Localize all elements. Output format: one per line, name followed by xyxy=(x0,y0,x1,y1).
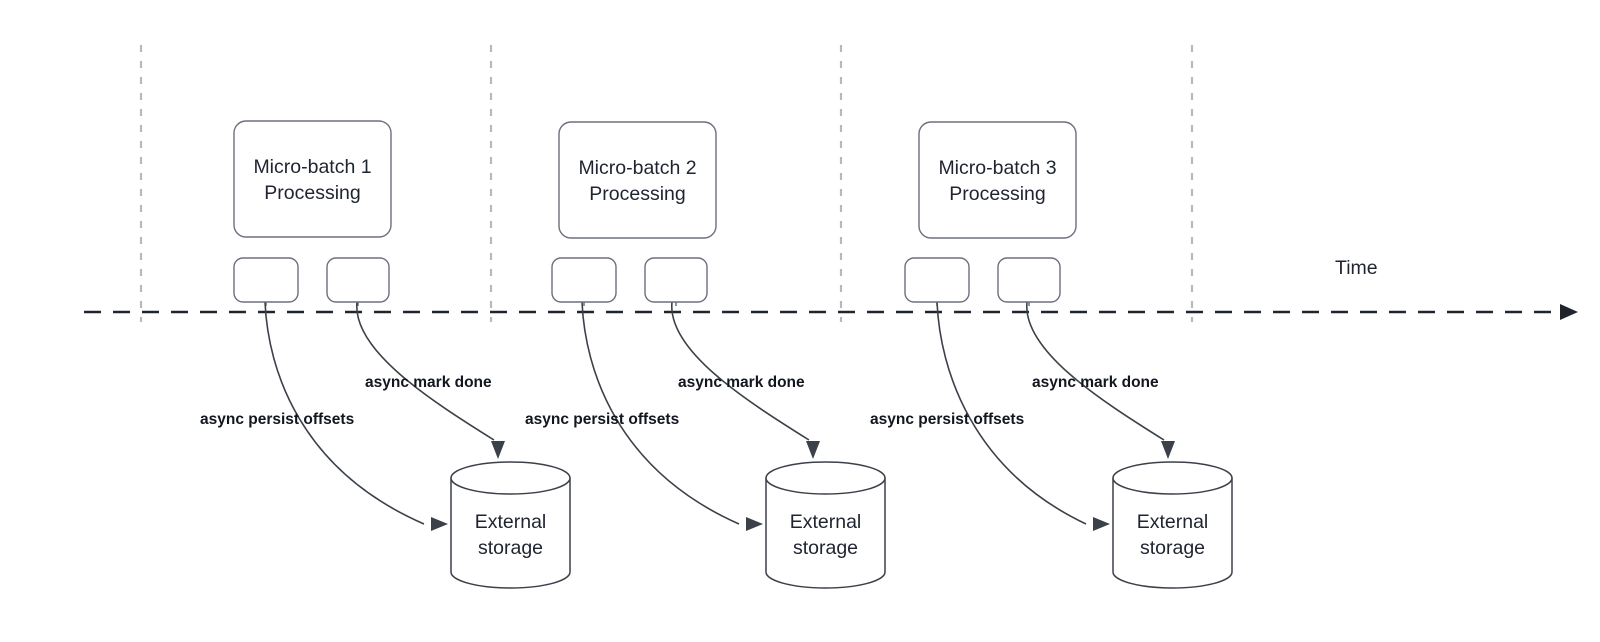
storage-label-line1-1: External xyxy=(475,511,547,533)
edge-persist-offsets-1 xyxy=(264,301,425,525)
edge-mark-done-3-label: async mark done xyxy=(1032,374,1159,391)
storage-cylinder-top-1 xyxy=(450,461,571,495)
edge-mark-done-1-arrowhead xyxy=(491,441,505,459)
edge-mark-done-1-label: async mark done xyxy=(365,374,492,391)
edge-persist-offsets-3-label: async persist offsets xyxy=(870,411,1024,428)
storage-cylinder-body-1 xyxy=(450,478,571,589)
storage-cylinder-body-3 xyxy=(1112,478,1233,589)
edge-persist-offsets-3-arrowhead xyxy=(1093,517,1110,531)
time-axis-layer: Time xyxy=(84,257,1578,320)
process-box-subtitle-2: Processing xyxy=(589,183,685,205)
storage-label-line1-2: External xyxy=(790,511,862,533)
storage-label-line2-1: storage xyxy=(478,537,543,559)
edge-persist-offsets-1-arrowhead xyxy=(431,517,448,531)
edge-mark-done-1 xyxy=(356,301,495,441)
process-box-1[interactable] xyxy=(233,120,392,238)
edge-mark-done-2 xyxy=(671,301,810,441)
storage-cylinder-top-3 xyxy=(1112,461,1233,495)
edge-label-layer: async persist offsets async mark done asyn… xyxy=(200,374,1159,428)
process-box-subtitle-3: Processing xyxy=(949,183,1045,205)
chip-mark-done-1[interactable] xyxy=(326,257,390,303)
chip-persist-offsets-3[interactable] xyxy=(904,257,970,303)
edge-persist-offsets-2-label: async persist offsets xyxy=(525,411,679,428)
edge-persist-offsets-2 xyxy=(581,301,740,525)
edge-layer xyxy=(264,301,1175,531)
edge-mark-done-2-label: async mark done xyxy=(678,374,805,391)
edge-persist-offsets-1-label: async persist offsets xyxy=(200,411,354,428)
storage-label-line2-2: storage xyxy=(793,537,858,559)
process-box-title-3: Micro-batch 3 xyxy=(938,157,1056,179)
chip-mark-done-2[interactable] xyxy=(644,257,708,303)
process-box-title-2: Micro-batch 2 xyxy=(578,157,696,179)
edge-mark-done-3 xyxy=(1026,301,1165,441)
chip-persist-offsets-1[interactable] xyxy=(233,257,299,303)
process-box-subtitle-1: Processing xyxy=(264,182,360,204)
edge-mark-done-2-arrowhead xyxy=(806,441,820,459)
process-box-2[interactable] xyxy=(558,121,717,239)
process-box-title-1: Micro-batch 1 xyxy=(253,156,371,178)
edge-persist-offsets-3 xyxy=(936,301,1087,525)
time-axis-arrowhead xyxy=(1560,304,1578,320)
storage-label-line1-3: External xyxy=(1137,511,1209,533)
process-box-3[interactable] xyxy=(918,121,1077,239)
storage-label-line2-3: storage xyxy=(1140,537,1205,559)
storage-cylinder-top-2 xyxy=(765,461,886,495)
edge-persist-offsets-2-arrowhead xyxy=(746,517,763,531)
time-axis-label: Time xyxy=(1335,257,1378,279)
chip-mark-done-3[interactable] xyxy=(997,257,1061,303)
edge-mark-done-3-arrowhead xyxy=(1161,441,1175,459)
divider-layer xyxy=(139,45,1194,322)
chip-persist-offsets-2[interactable] xyxy=(551,257,617,303)
storage-cylinder-body-2 xyxy=(765,478,886,589)
